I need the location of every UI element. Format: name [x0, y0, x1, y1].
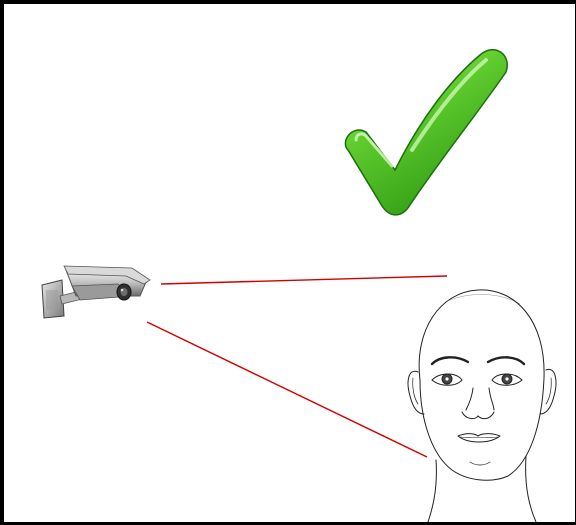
cctv-camera-icon — [42, 266, 150, 318]
sight-line-upper — [161, 276, 447, 284]
checkmark-icon — [345, 50, 507, 215]
face-sketch-icon — [408, 290, 556, 522]
sight-line-lower — [147, 322, 427, 457]
